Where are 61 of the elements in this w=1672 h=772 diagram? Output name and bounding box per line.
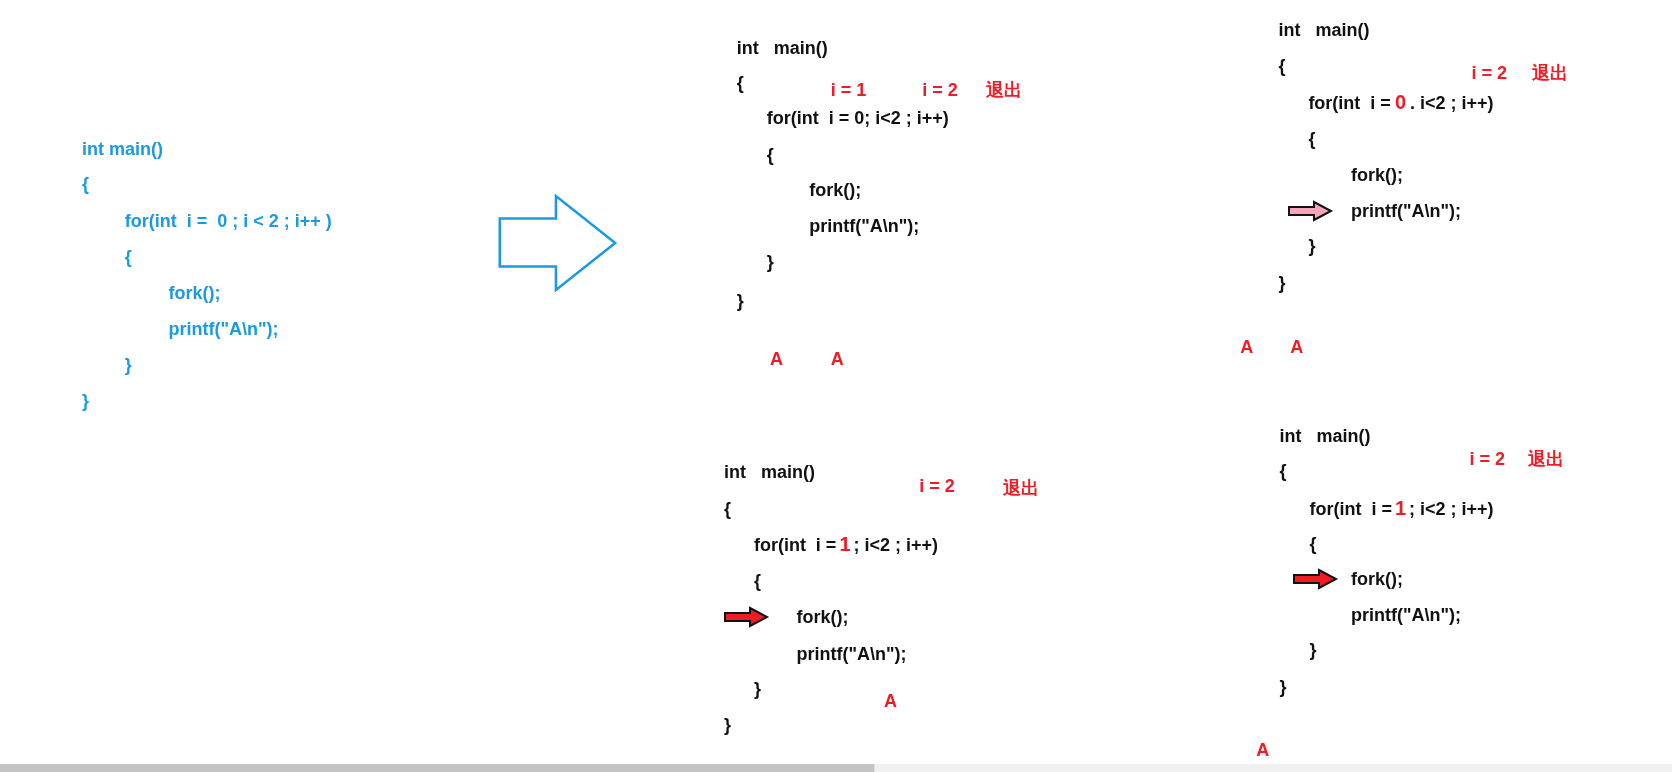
code-text: {: [82, 173, 90, 196]
code-text: A: [884, 689, 897, 712]
code-text: fork();: [1351, 568, 1404, 590]
code-text: A: [1290, 335, 1304, 358]
code-text: int main(): [1278, 18, 1370, 41]
code-text: int main(): [736, 37, 828, 59]
code-text: }: [1308, 235, 1316, 258]
code-text: {: [766, 143, 774, 166]
code-text: printf("A\n");: [168, 318, 279, 341]
code-text: A: [830, 348, 844, 371]
code-text: 退出: [1532, 61, 1569, 84]
code-text: A: [1256, 738, 1270, 761]
code-text: {: [1309, 532, 1317, 555]
code-text: {: [1279, 460, 1287, 483]
code-text: ; i<2 ; i++): [853, 533, 939, 556]
code-text: for(int i =: [753, 533, 837, 556]
code-text: }: [82, 389, 90, 412]
code-text: 1: [839, 532, 851, 555]
code-text: {: [724, 497, 732, 520]
code-text: fork();: [1351, 163, 1404, 186]
code-text: }: [766, 251, 774, 274]
code-text: i = 2: [1469, 447, 1505, 470]
code-text: printf("A\n");: [796, 642, 907, 665]
code-text: printf("A\n");: [809, 215, 920, 238]
code-text: }: [124, 353, 132, 376]
code-text: {: [1308, 127, 1316, 150]
code-text: i = 2: [1471, 61, 1508, 84]
code-text: {: [736, 72, 744, 95]
code-text: int main(): [1279, 425, 1371, 448]
code-text: fork();: [809, 178, 862, 201]
code-text: }: [1309, 639, 1317, 662]
code-text: printf("A\n");: [1351, 604, 1462, 627]
code-text: 0: [1394, 91, 1406, 114]
code-text: for(int i = 0; i<2 ; i++): [766, 107, 949, 130]
code-text: 退出: [1003, 477, 1040, 500]
code-text: fork();: [168, 282, 221, 305]
code-text: {: [124, 246, 132, 268]
code-text: fork();: [796, 606, 849, 629]
code-text: }: [1279, 675, 1287, 698]
code-text: }: [724, 714, 732, 737]
code-text: int main(): [82, 138, 164, 161]
code-text: ; i<2 ; i++): [1409, 497, 1494, 520]
code-text: A: [769, 348, 783, 371]
code-text: for(int i = 0 ; i < 2 ; i++ ): [124, 209, 332, 232]
code-text: for(int i =: [1308, 92, 1391, 115]
code-text: i = 2: [922, 78, 958, 101]
code-text: 退出: [1528, 447, 1565, 470]
code-text: }: [753, 677, 761, 700]
code-text: 退出: [986, 78, 1023, 101]
code-text: for(int i =: [1309, 497, 1392, 520]
code-text: i = 1: [830, 78, 867, 101]
code-text: }: [1278, 271, 1286, 294]
code-text: 1: [1394, 496, 1407, 519]
code-text: i = 2: [919, 475, 955, 498]
code-text: {: [753, 570, 761, 593]
code-text: {: [1278, 55, 1286, 78]
code-text: printf("A\n");: [1351, 200, 1462, 223]
code-text: . i<2 ; i++): [1410, 92, 1494, 115]
code-text: int main(): [724, 461, 816, 484]
code-text: }: [736, 289, 744, 312]
code-text: A: [1240, 335, 1254, 358]
